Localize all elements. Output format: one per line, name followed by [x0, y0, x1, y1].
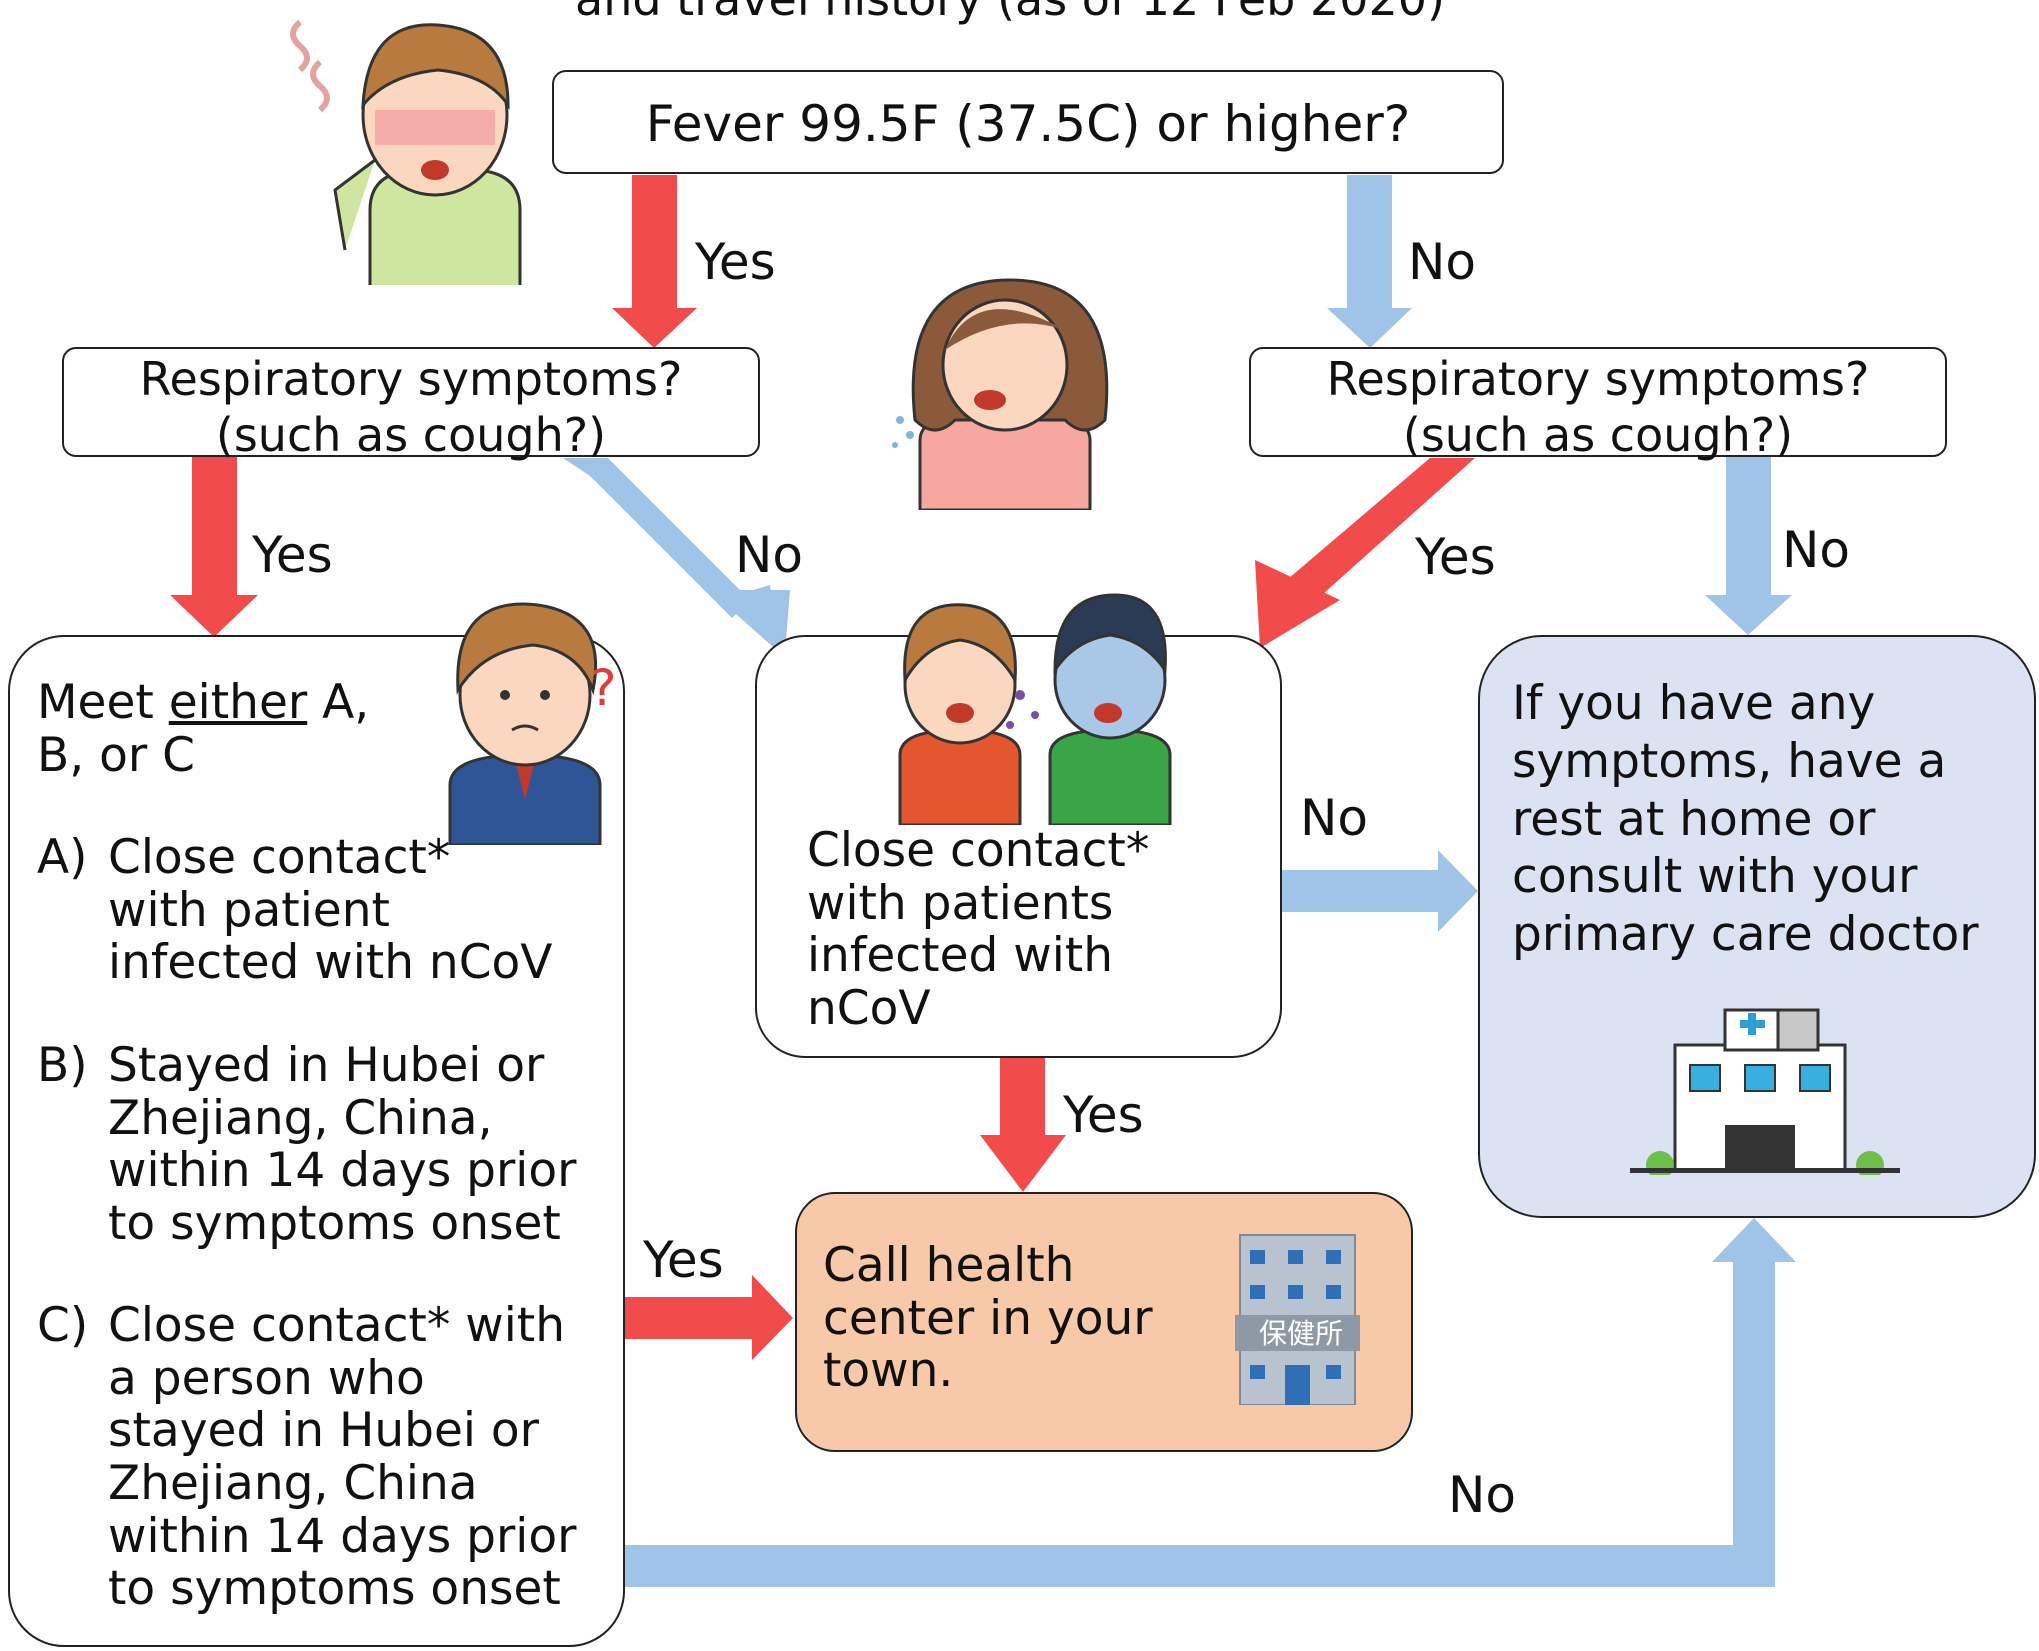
- label-fever-yes: Yes: [695, 233, 776, 291]
- respiratory-question-right-text: Respiratory symptoms? (such as cough?): [1326, 352, 1870, 463]
- label-respL-no: No: [735, 526, 803, 584]
- criteria-b-text: Stayed in Hubei or Zhejiang, China, with…: [108, 1038, 577, 1251]
- diagram-title: and travel history (as of 12 Feb 2020): [450, 0, 1570, 26]
- label-contact-no: No: [1300, 789, 1368, 847]
- coughing-woman-icon: [892, 278, 1109, 510]
- svg-text:?: ?: [590, 659, 617, 717]
- label-respR-no: No: [1782, 521, 1850, 579]
- arrow-criteria-yes: [625, 1275, 793, 1360]
- criteria-b-key: B): [37, 1038, 88, 1093]
- arrow-fever-no: [1327, 175, 1412, 348]
- label-contact-yes: Yes: [1063, 1086, 1144, 1144]
- respiratory-question-left-text: Respiratory symptoms? (such as cough?): [139, 352, 683, 463]
- feverish-person-icon: [290, 19, 522, 285]
- respiratory-question-right-box: Respiratory symptoms? (such as cough?): [1249, 347, 1947, 462]
- fever-question-box: Fever 99.5F (37.5C) or higher?: [552, 70, 1504, 174]
- hospital-icon: [1630, 1008, 1900, 1175]
- rest-or-consult-box: If you have any symptoms, have a rest at…: [1478, 635, 2036, 1218]
- criteria-c-text: Close contact* with a person who stayed …: [108, 1298, 577, 1617]
- label-respR-yes: Yes: [1415, 528, 1496, 586]
- fever-question-text: Fever 99.5F (37.5C) or higher?: [645, 95, 1411, 153]
- health-center-building-icon: [1235, 1234, 1360, 1405]
- arrow-respR-no: [1705, 457, 1792, 635]
- criteria-intro-either: either: [168, 675, 308, 730]
- criteria-a-text: Close contact* with patient infected wit…: [108, 830, 553, 991]
- arrow-respL-yes: [170, 457, 258, 637]
- arrow-contact-yes: [980, 1058, 1066, 1192]
- arrow-fever-yes: [612, 175, 697, 348]
- health-center-sign-text: 保健所: [1258, 1317, 1343, 1350]
- criteria-intro-prefix: Meet: [37, 675, 169, 730]
- criteria-c-key: C): [37, 1298, 89, 1353]
- close-contact-box: Close contact* with patients infected wi…: [755, 635, 1282, 1058]
- label-respL-yes: Yes: [252, 526, 333, 584]
- rest-or-consult-text: If you have any symptoms, have a rest at…: [1512, 676, 1979, 963]
- label-criteria-yes: Yes: [643, 1231, 724, 1289]
- call-health-center-text: Call health center in your town.: [823, 1238, 1153, 1399]
- respiratory-question-left-box: Respiratory symptoms? (such as cough?): [62, 347, 760, 462]
- label-criteria-no: No: [1448, 1466, 1516, 1524]
- criteria-a-key: A): [37, 830, 88, 885]
- coughing-people-icon: [898, 593, 1172, 825]
- arrow-contact-no: [1282, 850, 1478, 932]
- close-contact-text: Close contact* with patients infected wi…: [807, 823, 1150, 1036]
- arrow-criteria-no: [625, 1218, 1796, 1587]
- arrow-respL-no: [563, 458, 790, 653]
- label-fever-no: No: [1408, 233, 1476, 291]
- criteria-box: Meet either A, B, or C A) Close contact*…: [8, 635, 625, 1647]
- arrow-respR-yes: [1255, 458, 1475, 648]
- criteria-intro-suffix: A, B, or C: [37, 675, 370, 783]
- criteria-intro: Meet either A, B, or C: [37, 675, 457, 783]
- call-health-center-box: Call health center in your town.: [795, 1192, 1413, 1452]
- wondering-man-icon: ?: [448, 602, 617, 845]
